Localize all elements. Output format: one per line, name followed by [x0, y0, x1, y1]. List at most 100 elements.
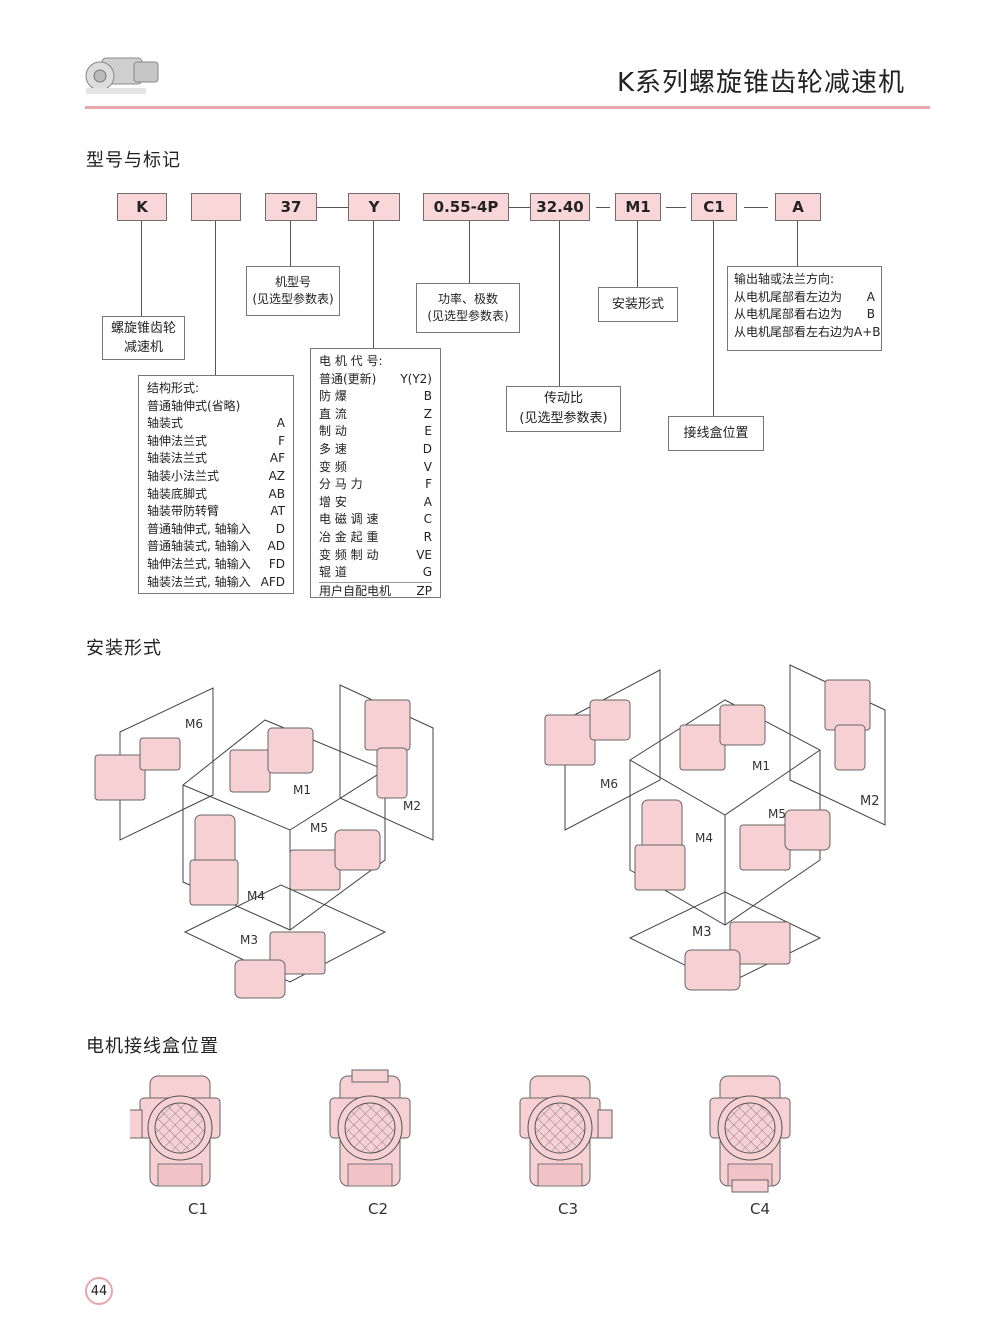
note-row: 普通(更新) Y(Y2): [319, 371, 432, 389]
mount-label-m5: M5: [310, 821, 328, 835]
mount-label-m3: M3: [692, 925, 712, 940]
code-box-motor: Y: [348, 193, 400, 221]
terminal-label-c4: C4: [750, 1200, 771, 1218]
row-text: 电 磁 调 速: [319, 512, 379, 527]
row-code: C: [423, 512, 432, 527]
row-text: 从电机尾部看右边为: [734, 307, 843, 321]
note-row: 轴装法兰式, 轴输入 AFD: [147, 574, 285, 592]
connector-dash: [666, 207, 686, 208]
row-text: 分 马 力: [319, 477, 363, 492]
header-divider: [85, 106, 930, 109]
row-text: 变 频 制 动: [319, 547, 379, 562]
row-text: 变 频: [319, 459, 347, 474]
row-text: 从电机尾部看左边为: [734, 289, 843, 304]
row-code: B: [423, 389, 432, 404]
row-text: 轴装法兰式, 轴输入: [147, 574, 251, 589]
mounting-diagram-right: M6 M1 M2 M5 M4 M3: [544, 664, 886, 991]
row-code: A: [866, 289, 875, 304]
row-code: AF: [269, 451, 285, 466]
row-code: AT: [270, 504, 285, 519]
note-title: 电 机 代 号:: [319, 354, 383, 368]
note-line: 功率、极数: [437, 291, 498, 306]
note-row: 普通轴伸式(省略): [147, 398, 285, 416]
code-box-output: A: [775, 193, 821, 221]
terminal-c2: [329, 1069, 411, 1187]
note-line: 接线盒位置: [683, 425, 749, 441]
code-box-ratio: 32.40: [530, 193, 590, 221]
note-row: 轴装式 A: [147, 415, 285, 433]
code-box-power: 0.55-4P: [423, 193, 509, 221]
terminal-label-c3: C3: [558, 1200, 579, 1218]
mount-label-m5: M5: [768, 807, 786, 821]
connector-dash: [596, 207, 610, 208]
row-code: R: [423, 529, 432, 544]
note-row: 从电机尾部看左右边为A+B: [734, 324, 881, 342]
mount-label-m2: M2: [860, 794, 880, 809]
row-text: 冶 金 起 重: [319, 529, 379, 544]
row-code: V: [423, 459, 432, 474]
row-code: FD: [268, 556, 285, 571]
page-title: K系列螺旋锥齿轮减速机: [616, 68, 905, 98]
row-text: 辊 道: [319, 565, 347, 580]
note-reducer: 螺旋锥齿轮 减速机: [102, 316, 185, 360]
section-title-model: 型号与标记: [86, 150, 181, 171]
row-code: A: [276, 416, 285, 431]
mount-label-m4: M4: [247, 889, 265, 903]
terminal-box-diagrams: [130, 1069, 791, 1193]
row-text: 轴装式: [147, 416, 184, 431]
terminal-label-c2: C2: [368, 1200, 389, 1218]
connector-dash: [509, 207, 530, 208]
row-code: AD: [267, 539, 285, 554]
code-box-size: 37: [265, 193, 317, 221]
terminal-c1: [130, 1075, 221, 1187]
note-title: 结构形式:: [147, 381, 200, 395]
row-code: ZP: [416, 583, 432, 598]
row-text: 普通轴装式, 轴输入: [147, 539, 251, 554]
note-mount: 安装形式: [598, 287, 678, 322]
row-code: AB: [268, 486, 285, 501]
mount-label-m6: M6: [185, 717, 203, 731]
row-text: 增 安: [319, 494, 347, 509]
row-text: 直 流: [319, 406, 347, 421]
note-row: 从电机尾部看左边为 A: [734, 289, 875, 307]
row-code: F: [425, 477, 432, 492]
mount-label-m1: M1: [293, 783, 311, 797]
connector-dash: [744, 207, 768, 208]
note-frame: 机型号 (见选型参数表): [246, 266, 340, 316]
note-title: 输出轴或法兰方向:: [734, 272, 835, 286]
code-box-k: K: [117, 193, 167, 221]
row-text: 轴装法兰式: [147, 451, 208, 466]
section-title-terminal: 电机接线盒位置: [86, 1036, 219, 1057]
row-code: AZ: [268, 468, 285, 483]
row-text: 轴伸法兰式: [147, 433, 208, 448]
row-code: Y(Y2): [400, 371, 432, 386]
row-text: 轴装底脚式: [147, 486, 208, 501]
terminal-c4: [709, 1075, 791, 1193]
note-terminal: 接线盒位置: [668, 416, 764, 451]
note-line: 机型号: [274, 274, 311, 289]
leader-line: [713, 221, 714, 416]
row-code: AFD: [260, 574, 285, 589]
row-code: A: [423, 494, 432, 509]
row-text: 普通(更新): [319, 371, 377, 386]
row-code: E: [424, 424, 432, 439]
row-text: 制 动: [319, 424, 347, 439]
note-row: 轴装底脚式 AB: [147, 486, 285, 504]
note-line: 螺旋锥齿轮: [110, 321, 176, 336]
